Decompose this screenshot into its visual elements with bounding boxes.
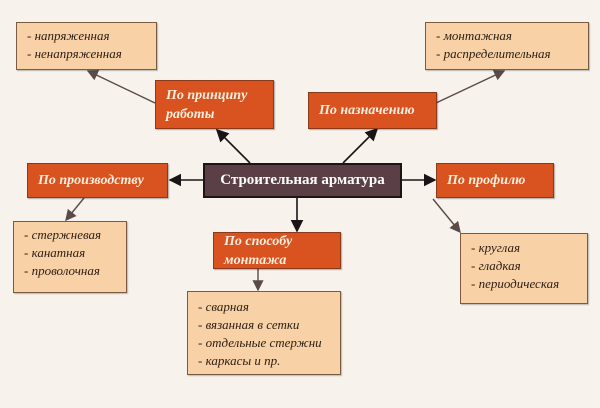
- list-item: - периодическая: [471, 276, 560, 291]
- arrow-production-list: [65, 197, 85, 222]
- category-production: По производству: [27, 163, 168, 198]
- profile-list: - круглая - гладкая - периодическая: [460, 233, 588, 304]
- list-item: - напряженная: [27, 28, 110, 43]
- list-item: - каркасы и пр.: [198, 353, 281, 368]
- list-item: - ненапряженная: [27, 46, 122, 61]
- list-item: - проволочная: [24, 263, 100, 278]
- arrow-to-purpose: [342, 127, 379, 164]
- list-item: - гладкая: [471, 258, 521, 273]
- purpose-list: - монтажная - распределительная: [425, 22, 589, 70]
- list-item: - отдельные стержни: [198, 335, 322, 350]
- category-principle: По принципу работы: [155, 80, 274, 129]
- category-purpose: По назначению: [308, 92, 437, 129]
- list-item: - монтажная: [436, 28, 512, 43]
- mounting-list: - сварная - вязанная в сетки - отдельные…: [187, 291, 341, 375]
- list-item: - вязанная в сетки: [198, 317, 300, 332]
- list-item: - канатная: [24, 245, 86, 260]
- principle-list: - напряженная - ненапряженная: [16, 22, 157, 70]
- list-item: - круглая: [471, 240, 521, 255]
- list-item: - стержневая: [24, 227, 102, 242]
- production-list: - стержневая - канатная - проволочная: [13, 221, 127, 293]
- category-profile: По профилю: [436, 163, 554, 198]
- list-item: - сварная: [198, 299, 249, 314]
- arrow-profile-list: [432, 198, 461, 234]
- arrow-purpose-list: [435, 70, 506, 104]
- list-item: - распределительная: [436, 46, 551, 61]
- arrow-to-principle: [215, 128, 251, 164]
- arrow-principle-list: [86, 70, 156, 104]
- category-mounting: По способу монтажа: [213, 232, 341, 269]
- center-node: Строительная арматура: [203, 163, 402, 198]
